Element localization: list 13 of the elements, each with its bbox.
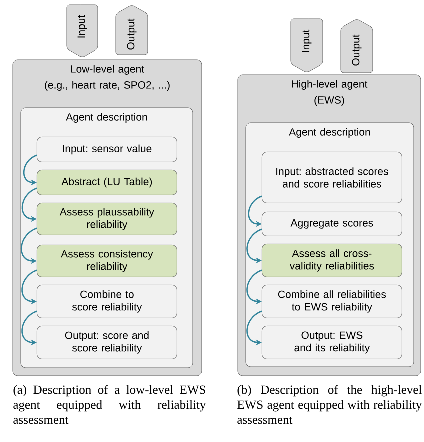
figure-caption: (a) Description of a low-level EWS agent equipped with reliability assessment — [14, 385, 206, 424]
figure-caption: (b) Description of the high-level EWS agent equipped with reliability assessment — [238, 385, 422, 424]
step-box: Output: score and score reliability — [37, 326, 178, 360]
step-box: Abstract (LU Table) — [37, 170, 178, 196]
step-box: Output: EWS and its reliability — [262, 326, 402, 360]
step-box: Assess all cross-validity reliabilities — [262, 244, 402, 278]
step-box: Combine to score reliability — [37, 285, 178, 318]
step-box: Assess consistency reliability — [37, 245, 178, 278]
step-box: Combine all reliabilities to EWS reliability — [262, 285, 402, 318]
step-box: Input: sensor value — [37, 137, 178, 162]
step-box: Assess plaussability reliability — [37, 203, 178, 236]
step-box: Aggregate scores — [262, 212, 402, 236]
step-box: Input: abstracted scores and score reliabilities — [262, 152, 402, 204]
